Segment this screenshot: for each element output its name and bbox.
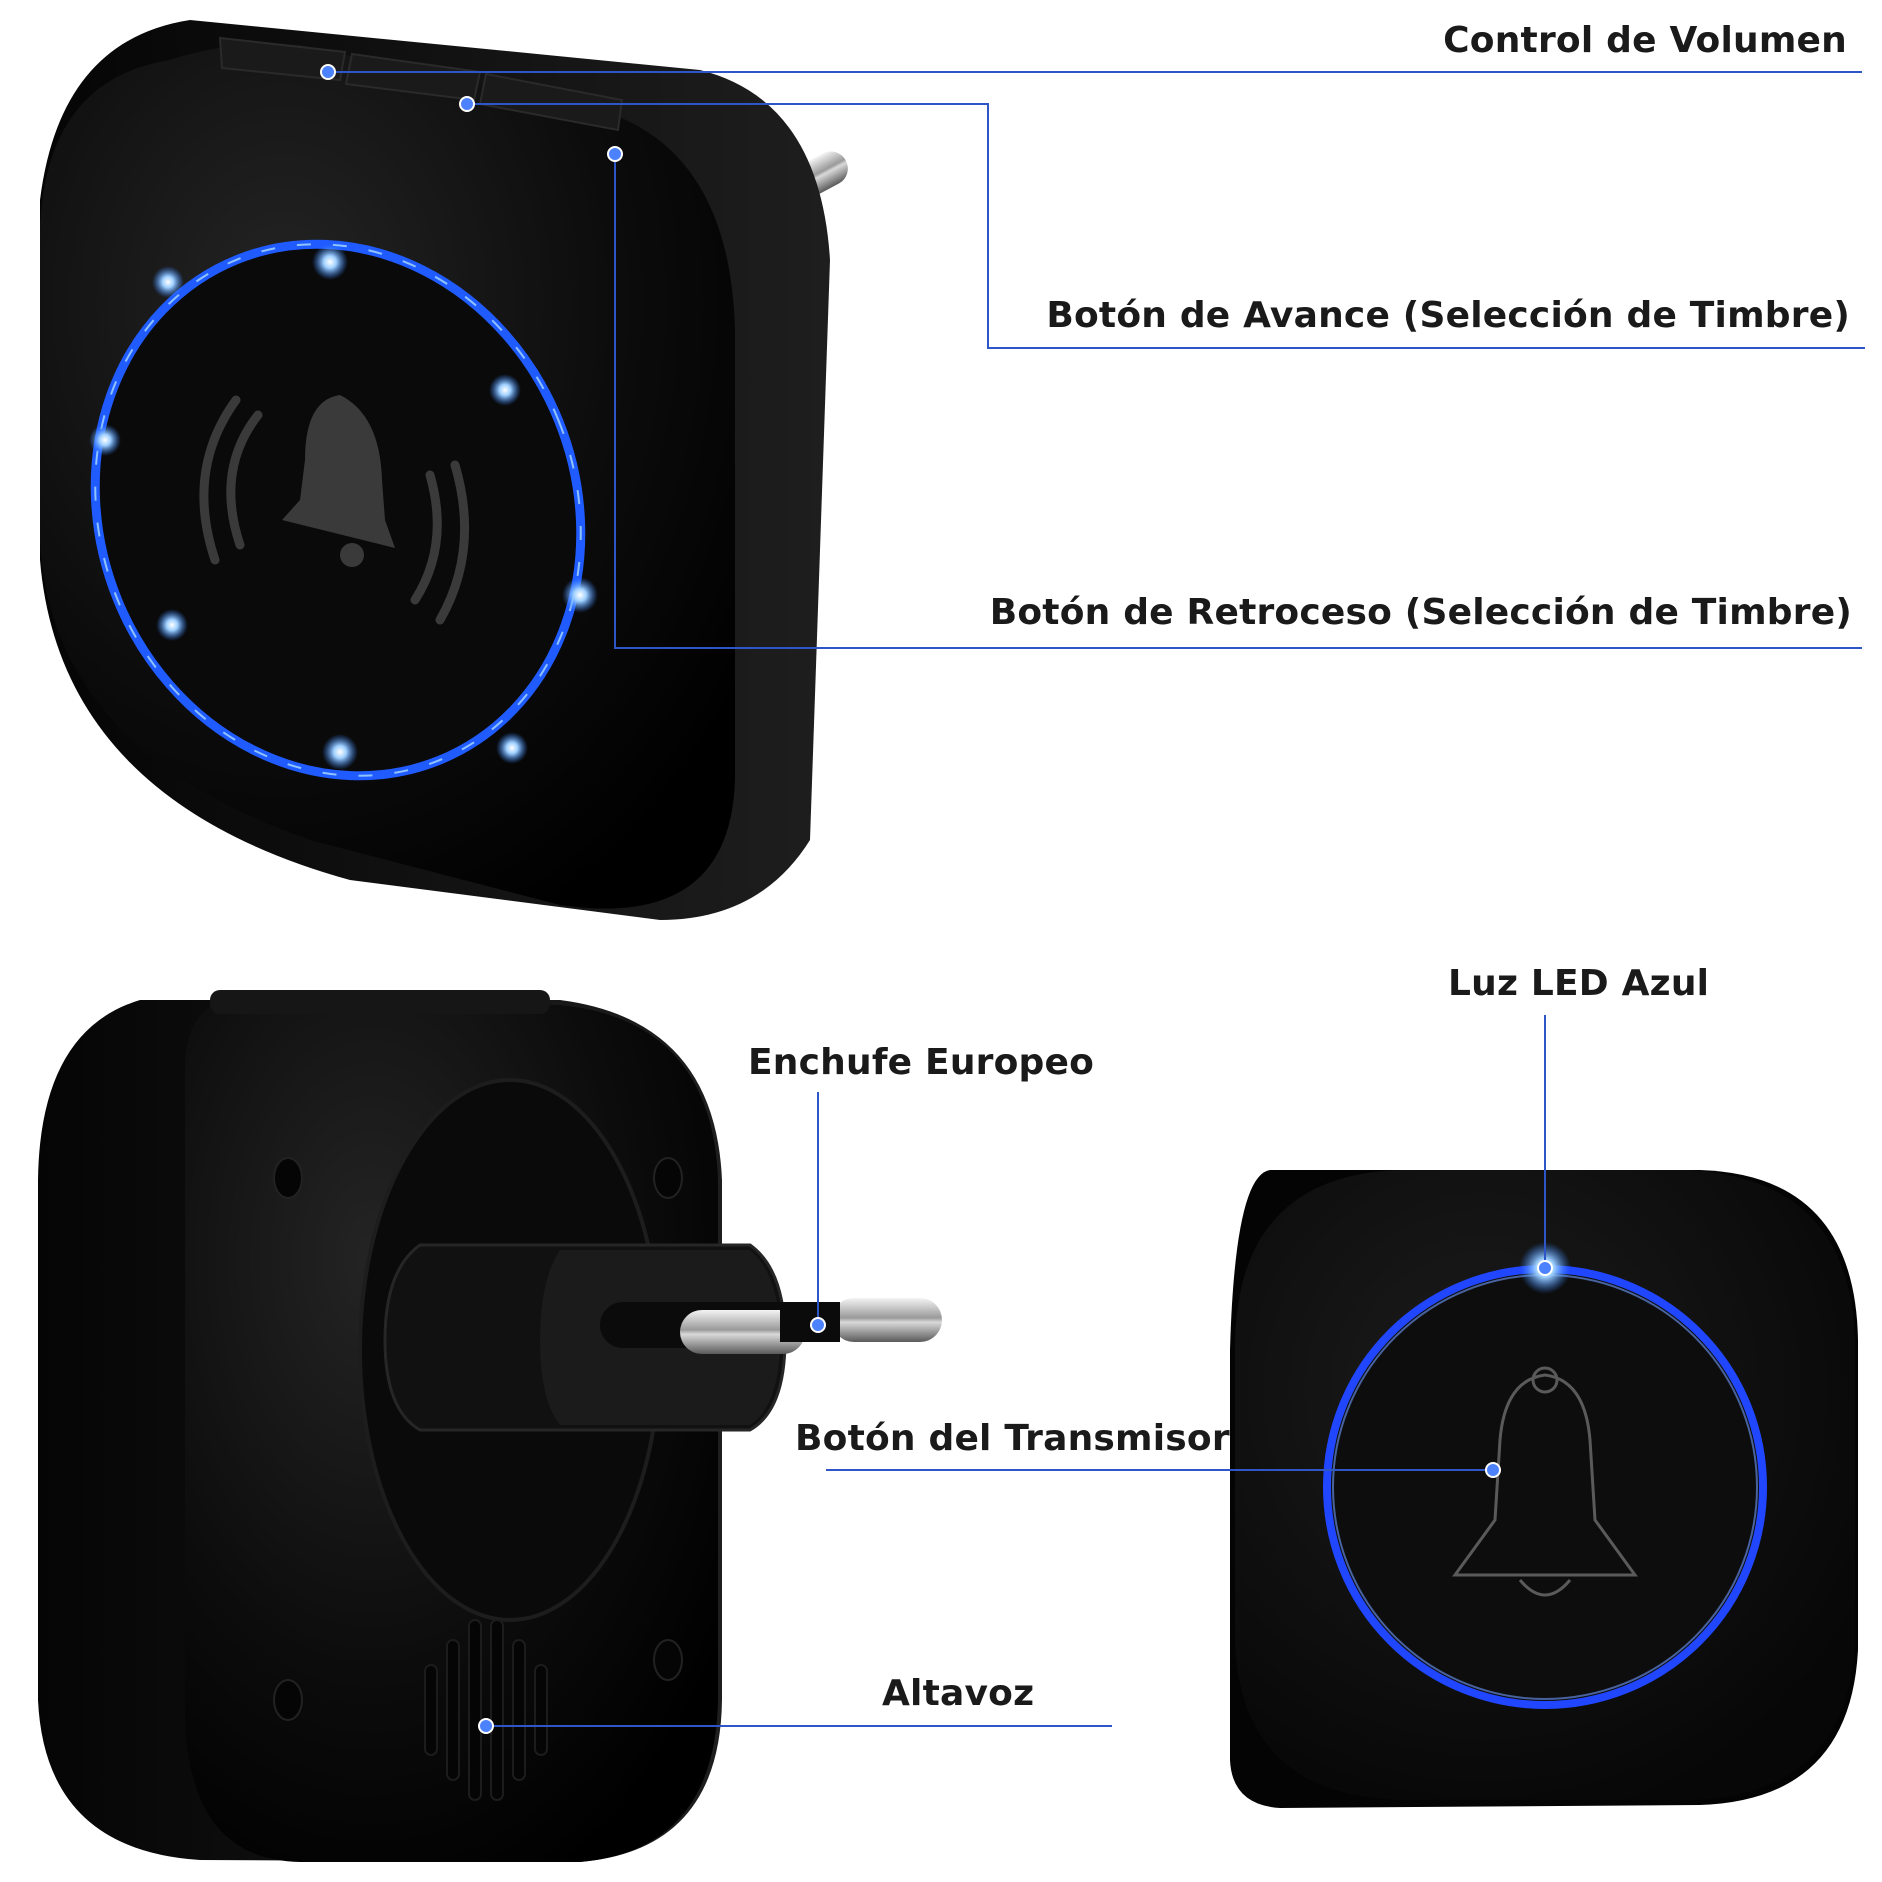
label-eu-plug: Enchufe Europeo: [748, 1042, 1095, 1083]
receiver-back-view: [38, 990, 942, 1862]
label-blue-led: Luz LED Azul: [1448, 963, 1710, 1004]
bell-outline-icon: [1452, 1366, 1638, 1597]
leader-dots: [320, 64, 1553, 1734]
label-volume-control: Control de Volumen: [1443, 20, 1847, 61]
leader-back: [614, 154, 1862, 649]
transmitter-unit: [1230, 1170, 1858, 1808]
label-back-button: Botón de Retroceso (Selección de Timbre): [989, 592, 1852, 633]
label-speaker: Altavoz: [882, 1673, 1035, 1714]
back-top-buttons: [210, 990, 550, 1014]
label-forward-button: Botón de Avance (Selección de Timbre): [1046, 295, 1850, 336]
plug-pin-back: [832, 1298, 942, 1342]
leader-lines: [328, 71, 1865, 1727]
leader-forward: [467, 103, 1865, 349]
receiver-led-dots: [89, 244, 598, 770]
receiver-top-buttons: [218, 36, 624, 132]
bell-with-sound-waves-icon: [199, 395, 470, 625]
plug-pin-front: [680, 1310, 805, 1354]
transmitter-button: [1327, 1269, 1763, 1705]
screw-holes: [273, 1157, 683, 1721]
eu-plug: [383, 1243, 942, 1432]
receiver-front-view: [40, 20, 848, 920]
speaker-grille-icon: [424, 1619, 548, 1801]
label-transmitter-button: Botón del Transmisor: [795, 1418, 1230, 1459]
